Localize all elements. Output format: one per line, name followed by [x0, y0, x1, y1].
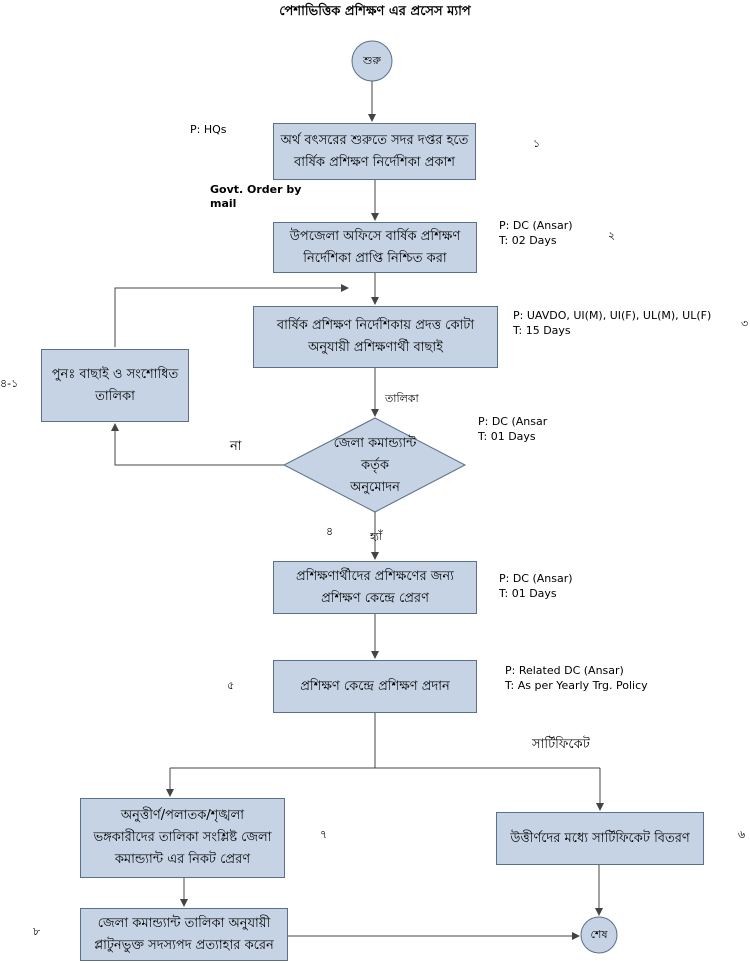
step-7-line3: কমান্ড্যান্ট এর নিকট প্রেরণ	[114, 852, 251, 867]
list-label: তালিকা	[385, 392, 419, 405]
decision-number: ৪	[326, 525, 334, 538]
step-5-number: ৫	[227, 679, 235, 692]
end-label: শেষ	[590, 927, 608, 941]
step-1-performer: P: HQs	[190, 123, 227, 136]
start-label: শুরু	[363, 53, 381, 67]
step-7-box: অনুত্তীর্ণ/পলাতক/শৃঙ্খলা ভঙ্গকারীদের তালি…	[80, 798, 285, 878]
send-step-line2: প্রশিক্ষণ কেন্দ্রে প্রেরণ	[321, 590, 429, 606]
step-5-time: T: As per Yearly Trg. Policy	[505, 679, 648, 692]
step-2-time: T: 02 Days	[499, 234, 557, 247]
step-8-number: ৮	[33, 925, 41, 938]
decision-performer: P: DC (Ansar	[478, 415, 548, 428]
send-step-box: প্রশিক্ষণার্থীদের প্রশিক্ষণের জন্য প্রশিক…	[273, 561, 477, 614]
page-title: পেশাভিত্তিক প্রশিক্ষণ এর প্রসেস ম্যাপ	[279, 4, 471, 19]
step-1-box: অর্থ বৎসরের শুরুতে সদর দপ্তর হতে বার্ষিক …	[273, 123, 476, 180]
step-7-line2: ভঙ্গকারীদের তালিকা সংশ্লিষ্ট জেলা	[93, 830, 272, 845]
step-1-line2: বার্ষিক প্রশিক্ষণ নির্দেশিকা প্রকাশ	[294, 154, 455, 170]
step-1-line1: অর্থ বৎসরের শুরুতে সদর দপ্তর হতে	[280, 132, 469, 148]
step-3-box: বার্ষিক প্রশিক্ষণ নির্দেশিকায় প্রদত্ত ক…	[253, 306, 498, 368]
decision-line2: কর্তৃক	[361, 458, 389, 473]
step-7-line1: অনুত্তীর্ণ/পলাতক/শৃঙ্খলা	[120, 808, 245, 823]
govt-order-line2: mail	[210, 197, 237, 210]
step-5-line1: প্রশিক্ষণ কেন্দ্রে প্রশিক্ষণ প্রদান	[300, 678, 450, 694]
decision-line3: অনুমোদন	[350, 480, 400, 495]
step-3-time: T: 15 Days	[513, 324, 571, 337]
send-step-time: T: 01 Days	[499, 587, 557, 600]
decision-time: T: 01 Days	[478, 430, 536, 443]
end-circle	[580, 916, 618, 954]
step-2-line1: উপজেলা অফিসে বার্ষিক প্রশিক্ষণ	[289, 228, 461, 244]
step-4-1-line2: তালিকা	[95, 388, 135, 404]
decision-no-label: না	[230, 439, 242, 454]
decision-line1: জেলা কমান্ড্যান্ট	[333, 436, 417, 451]
step-6-box: উত্তীর্ণদের মধ্যে সার্টিফিকেট বিতরণ	[496, 812, 704, 865]
step-2-box: উপজেলা অফিসে বার্ষিক প্রশিক্ষণ নির্দেশিকা…	[273, 222, 477, 273]
step-5-box: প্রশিক্ষণ কেন্দ্রে প্রশিক্ষণ প্রদান	[273, 660, 477, 713]
step-4-1-box: পুনঃ বাছাই ও সংশোধিত তালিকা	[41, 349, 189, 422]
step-8-box: জেলা কমান্ড্যান্ট তালিকা অনুযায়ী প্লাটুন…	[80, 908, 288, 961]
step-8-line1: জেলা কমান্ড্যান্ট তালিকা অনুযায়ী	[97, 915, 271, 931]
step-3-line2: অনুযায়ী প্রশিক্ষণার্থী বাছাই	[308, 340, 443, 355]
step-3-performer: P: UAVDO, UI(M), UI(F), UL(M), UL(F)	[513, 309, 712, 322]
step-6-number: ৬	[738, 828, 746, 841]
step-6-line1: উত্তীর্ণদের মধ্যে সার্টিফিকেট বিতরণ	[510, 830, 690, 846]
step-8-line2: প্লাটুনভুক্ত সদস্যপদ প্রত্যাহার করেন	[94, 937, 274, 953]
govt-order-line1: Govt. Order by	[210, 183, 302, 196]
step-2-number: ২	[608, 229, 616, 242]
step-5-performer: P: Related DC (Ansar)	[505, 664, 624, 677]
decision-label: জেলা কমান্ড্যান্ট কর্তৃক অনুমোদন	[304, 428, 446, 504]
step-1-number: ১	[533, 137, 541, 150]
step-3-line1: বার্ষিক প্রশিক্ষণ নির্দেশিকায় প্রদত্ত ক…	[276, 318, 475, 333]
step-2-line2: নির্দেশিকা প্রাপ্তি নিশ্চিত করা	[303, 250, 447, 266]
step-4-1-line1: পুনঃ বাছাই ও সংশোধিত	[51, 366, 179, 382]
step-2-performer: P: DC (Ansar)	[499, 219, 573, 232]
step-4-1-number: ৪-১	[0, 377, 19, 390]
certificate-label: সার্টিফিকেট	[532, 737, 590, 752]
send-step-performer: P: DC (Ansar)	[499, 572, 573, 585]
decision-yes-label: হ্যাঁ	[370, 530, 383, 543]
send-step-line1: প্রশিক্ষণার্থীদের প্রশিক্ষণের জন্য	[296, 568, 454, 584]
step-7-number: ৭	[320, 828, 328, 841]
step-3-number: ৩	[741, 317, 749, 330]
